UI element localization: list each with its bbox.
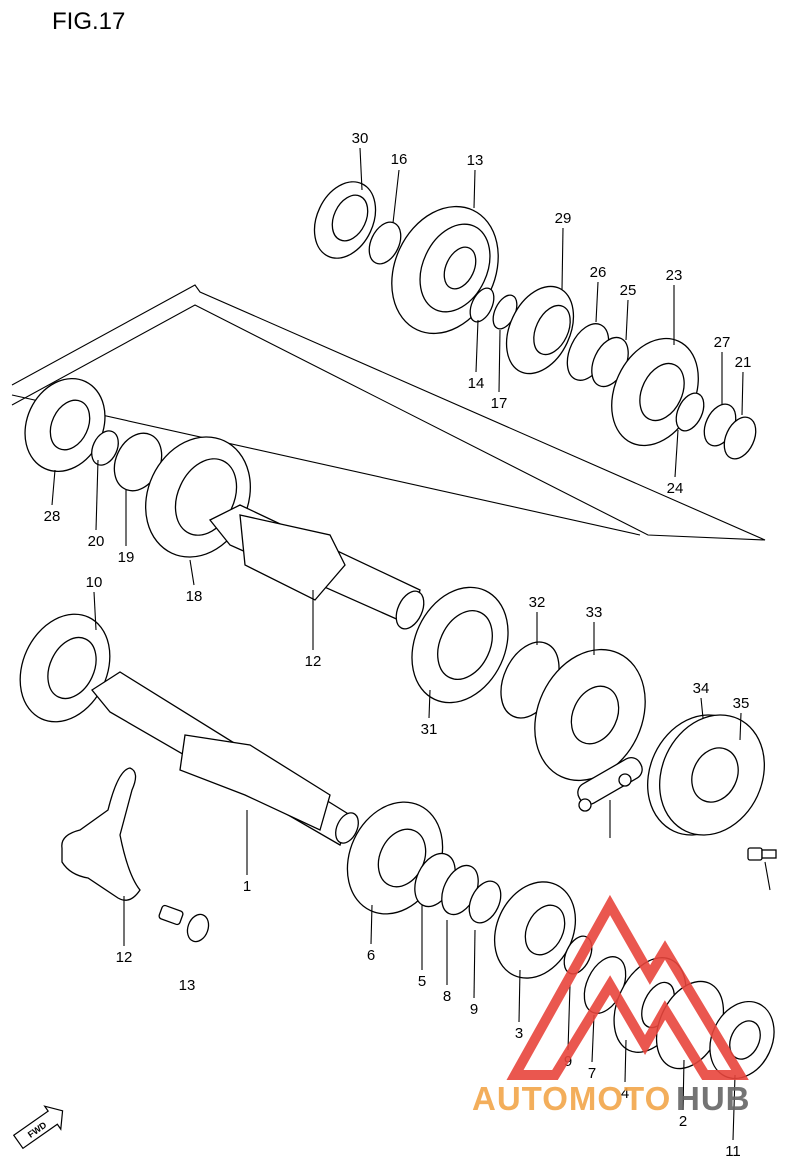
callout-10: 10 [86, 574, 103, 591]
callout-labels: 30 16 13 29 26 25 23 27 21 14 17 24 28 2… [44, 130, 752, 1160]
callout-18: 18 [186, 588, 203, 605]
callout-19: 19 [118, 549, 135, 566]
watermark-text-automoto: AUTOMOTO [472, 1080, 671, 1117]
callout-29: 31 [421, 721, 438, 738]
callout-16: 14 [468, 375, 485, 392]
callout-12: 12 [116, 949, 133, 966]
callout-20-b: 20 [88, 533, 105, 550]
part-34-bolt [747, 847, 777, 861]
subassembly-outline [11, 284, 766, 541]
callout-23: 25 [620, 282, 637, 299]
part-9-circlip [468, 880, 502, 924]
callout-13: 13 [179, 977, 196, 994]
callout-11: 11 [725, 1143, 741, 1160]
callout-1: 1 [243, 878, 251, 895]
callout-21: 23 [666, 267, 683, 284]
callout-3: 3 [515, 1025, 523, 1042]
figure-title: FIG.17 [52, 8, 126, 35]
part-16-washer [469, 287, 495, 323]
part-14-countershaft [208, 504, 425, 630]
fwd-arrow-icon: FWD [12, 1105, 64, 1150]
part-21-gear [611, 337, 699, 447]
part-22-washer [675, 392, 705, 432]
part-15-gear [391, 205, 499, 335]
part-10-bearing [19, 613, 111, 723]
part-20-circlip [723, 416, 757, 460]
callout-32: 35 [733, 695, 750, 712]
callout-14: 12 [305, 653, 322, 670]
subassembly-bottom-edge [11, 394, 641, 536]
callout-9: 9 [470, 1001, 478, 1018]
callout-33: 34 [693, 680, 710, 697]
callout-27: 29 [555, 210, 572, 227]
part-31-sprocket [534, 648, 646, 782]
callout-24: 26 [590, 264, 607, 281]
callout-6: 6 [367, 947, 375, 964]
leader-lines [51, 147, 771, 1141]
callout-2: 2 [679, 1113, 687, 1130]
callout-26: 28 [44, 508, 61, 525]
part-28-bearing [313, 181, 377, 259]
part-29-bearing [411, 586, 509, 704]
callout-8: 8 [443, 988, 451, 1005]
callout-17-b: 17 [491, 395, 508, 412]
part-26-gear [24, 377, 106, 473]
part-1-mainshaft [91, 671, 359, 846]
part-13-bolt [158, 904, 210, 943]
part-27-gear [505, 285, 575, 375]
part-35-chain [577, 756, 643, 812]
callout-30: 32 [529, 594, 546, 611]
part-33-32-sprocket-cover [647, 714, 765, 836]
callout-20: 21 [735, 354, 752, 371]
callout-7: 7 [588, 1065, 596, 1082]
part-12-plate [61, 767, 141, 901]
callout-17: 16 [391, 151, 408, 168]
callout-4: 4 [621, 1085, 629, 1102]
callout-31: 33 [586, 604, 603, 621]
part-17-circlip [368, 221, 402, 265]
callout-15: 13 [467, 152, 484, 169]
watermark-logo: AUTOMOTO HUB [472, 894, 751, 1117]
callout-25: 27 [714, 334, 731, 351]
watermark-triangle-icon [506, 894, 749, 1080]
callout-28: 30 [352, 130, 369, 147]
callout-22: 24 [667, 480, 684, 497]
callout-5: 5 [418, 973, 426, 990]
watermark-text-hub: HUB [676, 1080, 751, 1117]
